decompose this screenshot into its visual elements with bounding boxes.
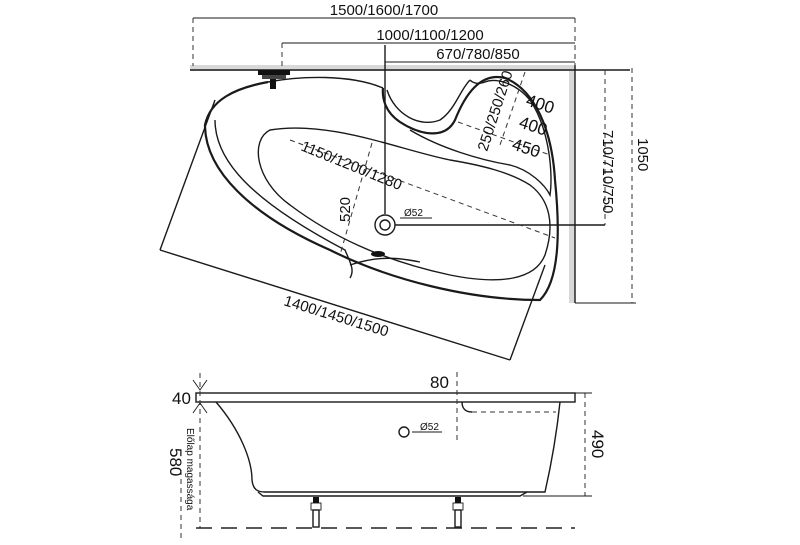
dim-seat-offset: 670/780/850: [436, 46, 519, 63]
leg-right-icon: [452, 497, 464, 528]
dim-inner-length: [289, 139, 556, 239]
wall-shading-top: [190, 65, 575, 71]
dim-rim-height: 40: [172, 389, 191, 408]
dim-inner-width: [339, 142, 373, 256]
top-view: 1500/1600/1700 1000/1100/1200 670/780/85…: [159, 2, 651, 361]
dim-seat-width-a: 400: [524, 91, 557, 118]
dim-total-depth: 1050: [634, 138, 651, 171]
wall-shading-right: [569, 65, 575, 303]
dim-front-length: 1400/1450/1500: [282, 293, 391, 341]
dim-overall-width: 1500/1600/1700: [330, 2, 438, 19]
overflow-hole-side: [398, 426, 410, 438]
drain-diameter-label: Ø52: [404, 208, 423, 219]
faucet-icon: [258, 70, 290, 89]
dim-inner-length-label: 1150/1200/1280: [299, 138, 405, 194]
dim-overflow-offset: 80: [430, 373, 449, 392]
drain-icon: [374, 214, 396, 236]
dim-drain-depth: 710/710/750: [599, 130, 616, 213]
dim-panel-height: 580: [166, 448, 185, 476]
side-view: Ø52 80 490 40 580 Előlap magassága: [166, 372, 607, 540]
dim-seat-width-c: 450: [510, 135, 543, 162]
tub-rim: [195, 392, 576, 403]
dim-drain-offset: 1000/1100/1200: [376, 27, 483, 44]
overflow-diameter-label: Ø52: [420, 422, 439, 433]
overflow-hole: [371, 251, 385, 257]
leg-left-icon: [310, 497, 322, 528]
tub-body-side: [215, 401, 561, 493]
tub-outline-top: [203, 75, 559, 302]
basin-outline: [257, 127, 551, 281]
dim-inner-width-label: 520: [337, 197, 354, 222]
dim-seat-width-b: 400: [517, 113, 550, 140]
panel-height-label: Előlap magassága: [184, 428, 195, 511]
dim-tub-height: 490: [588, 430, 607, 458]
